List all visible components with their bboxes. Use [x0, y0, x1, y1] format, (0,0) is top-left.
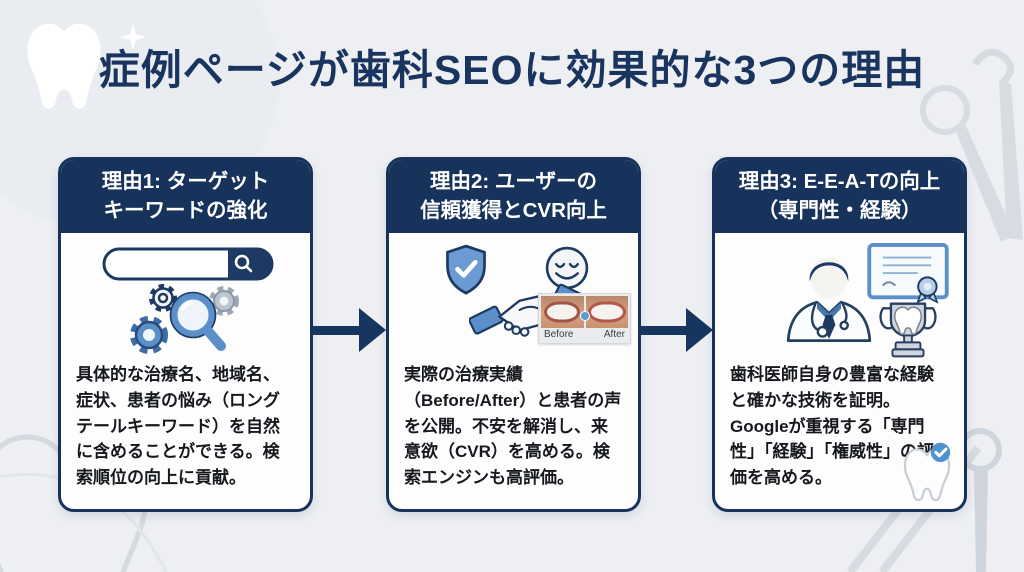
card-3-body: 歯科医師自身の豊富な経験と確かな技術を証明。Googleが重視する「専門性」「経…: [730, 365, 934, 488]
card-3-header: 理由3: E-E-A-Tの向上 （専門性・経験）: [715, 160, 964, 233]
tooth-logo-icon: [27, 23, 101, 109]
sparkle-icon: [120, 24, 146, 50]
search-bar-icon: [102, 247, 273, 281]
card-1-body: 具体的な治療名、地域名、症状、患者の悩み（ロングテールキーワード）を自然に含める…: [76, 365, 280, 488]
doctor-icon: [786, 257, 872, 342]
after-photo: [585, 296, 628, 328]
gear-icon: [208, 286, 239, 316]
slider-dot: [579, 311, 590, 321]
card-1-header: 理由1: ターゲット キーワードの強化: [61, 160, 310, 233]
before-photo: [541, 296, 584, 328]
right-arrow: [639, 308, 714, 352]
search-keywords-icon: [102, 247, 273, 354]
card-1-icons: [61, 233, 310, 360]
tooth-check-icon: [903, 442, 951, 501]
dental-tools-decoration: [920, 48, 1023, 242]
card-reason-3: 理由3: E-E-A-Tの向上 （専門性・経験）: [712, 157, 967, 512]
before-label: Before: [544, 329, 574, 340]
right-arrow: [312, 308, 387, 352]
trophy-tooth-icon: [879, 302, 937, 358]
gear-icon: [148, 284, 177, 312]
card-2-header: 理由2: ユーザーの 信頼獲得とCVR向上: [389, 160, 638, 233]
certificate-icon: [867, 243, 949, 304]
shield-check-icon: [446, 244, 486, 295]
before-after-photo: Before After: [538, 293, 631, 344]
gear-icon: [129, 316, 168, 354]
magnifier-icon: [169, 291, 226, 351]
card-2-body: 実際の治療実績（Before/After）と患者の声を公開。不安を解消し、来意欲…: [404, 365, 622, 488]
page-title: 症例ページが歯科SEOに効果的な3つの理由: [98, 47, 926, 93]
card-2-icons: Before After: [389, 233, 638, 360]
card-reason-2: 理由2: ユーザーの 信頼獲得とCVR向上: [386, 157, 641, 512]
after-label: After: [603, 329, 625, 340]
card-3-icons: [715, 233, 964, 360]
card-reason-1: 理由1: ターゲット キーワードの強化: [58, 157, 313, 512]
